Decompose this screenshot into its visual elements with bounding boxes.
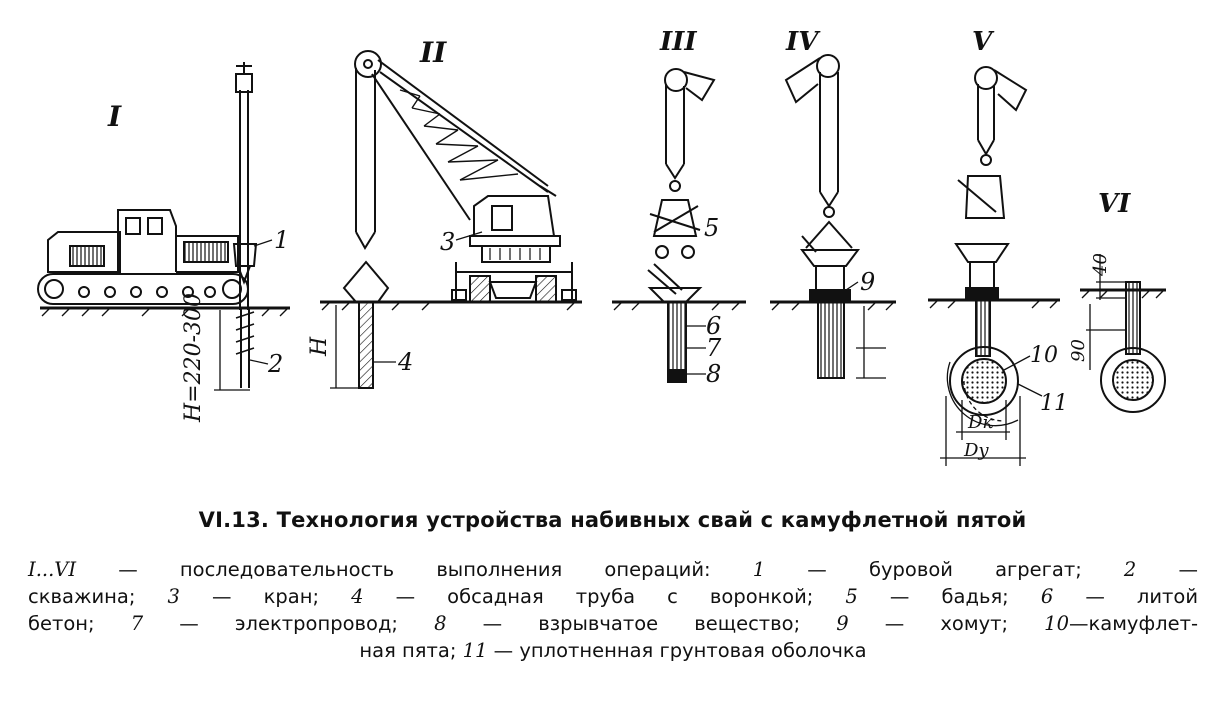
caption-segment: I...VI xyxy=(28,558,77,581)
caption-segment: 4 xyxy=(351,585,364,608)
caption-segment: 11 xyxy=(462,639,488,662)
caption-segment: 2 xyxy=(1123,558,1137,581)
callout-4: 4 xyxy=(397,348,413,376)
dk-label: Dк xyxy=(967,412,993,433)
stage-4-clamp xyxy=(770,54,896,379)
caption-segment: ная пята; xyxy=(359,639,463,662)
caption-segment: — буровой агрегат; xyxy=(765,558,1124,581)
caption-segment: —камуфлет- xyxy=(1068,612,1198,635)
caption-segment: 3 xyxy=(167,585,180,608)
callout-1: 1 xyxy=(274,226,289,254)
dy-label: Dу xyxy=(963,440,989,461)
figure-caption-legend: I...VI — последовательность выполнения о… xyxy=(28,556,1198,664)
callout-6: 6 xyxy=(706,312,721,340)
stage-label-5: V xyxy=(972,27,995,57)
callout-8: 8 xyxy=(706,360,721,388)
caption-line: скважина; 3 — кран; 4 — обсадная труба с… xyxy=(28,583,1198,610)
stage-5-camouflet xyxy=(928,66,1060,466)
caption-segment: — бадья; xyxy=(857,585,1041,608)
caption-segment: скважина; xyxy=(28,585,168,608)
caption-segment: — электропровод; xyxy=(143,612,435,635)
caption-segment: — литой xyxy=(1053,585,1198,608)
caption-segment: — уплотненная грунтовая оболочка xyxy=(487,639,867,662)
caption-line: I...VI — последовательность выполнения о… xyxy=(28,556,1198,583)
caption-segment: — кран; xyxy=(179,585,352,608)
caption-segment: бетон; xyxy=(28,612,131,635)
stage-6-finished-pile xyxy=(1080,254,1166,413)
caption-segment: — хомут; xyxy=(848,612,1045,635)
caption-segment: 9 xyxy=(836,612,849,635)
stage-2-crane xyxy=(320,50,582,389)
callout-11: 11 xyxy=(1040,391,1068,416)
caption-segment: — последовательность выполнения операций… xyxy=(76,558,753,581)
caption-segment: — взрывчатое вещество; xyxy=(446,612,837,635)
caption-segment: — обсадная труба с воронкой; xyxy=(363,585,846,608)
figure-caption-title: VI.13. Технология устройства набивных св… xyxy=(198,508,1027,532)
callout-7: 7 xyxy=(706,334,722,362)
callout-5: 5 xyxy=(704,214,719,242)
callout-3: 3 xyxy=(440,228,455,256)
caption-segment: 7 xyxy=(130,612,144,635)
stage-label-6: VI xyxy=(1098,189,1131,219)
caption-segment: 1 xyxy=(752,558,766,581)
caption-line: ная пята; 11 — уплотненная грунтовая обо… xyxy=(28,637,1198,664)
depth-h-label: H xyxy=(307,336,332,357)
stage-label-4: IV xyxy=(785,27,821,57)
caption-segment: — xyxy=(1136,558,1198,581)
caption-segment: 6 xyxy=(1040,585,1054,608)
caption-segment: 5 xyxy=(845,585,858,608)
stage-label-2: II xyxy=(419,36,447,69)
pile-technology-diagram: I II III IV V VI 1 2 3 4 5 6 7 8 9 10 11… xyxy=(37,27,1166,466)
caption-line: бетон; 7 — электропровод; 8 — взрывчатое… xyxy=(28,610,1198,637)
callout-2: 2 xyxy=(267,350,283,378)
stage-1-drilling-rig xyxy=(37,62,290,391)
stage-label-1: I xyxy=(107,100,122,133)
callout-10: 10 xyxy=(1030,343,1058,368)
caption-segment: 8 xyxy=(434,612,447,635)
stage-label-3: III xyxy=(659,27,697,57)
callout-9: 9 xyxy=(860,268,875,296)
depth-range-label: H=220-300 xyxy=(181,293,206,423)
dim-90-label: 90 xyxy=(1068,339,1089,362)
stage-3-concrete-pour xyxy=(612,68,746,383)
dim-40-label: 40 xyxy=(1090,253,1111,277)
caption-segment: 10 xyxy=(1044,612,1069,635)
